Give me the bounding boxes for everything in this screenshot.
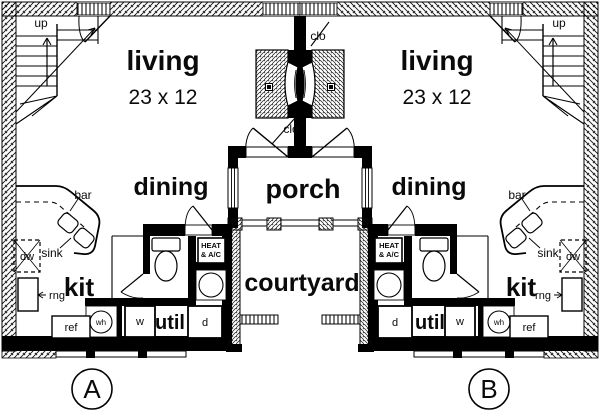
sink-label-a: sink [41, 246, 63, 260]
dishwasher-label-b: dw [566, 251, 580, 263]
water-heater-label-b: wh [493, 318, 504, 327]
room-label-courtyard: courtyard [244, 269, 359, 297]
refrigerator-label-b: ref [523, 322, 537, 334]
room-label-living-a: living [126, 45, 199, 76]
room-label-kit-b: kit [506, 272, 537, 302]
bar-label-a: bar [74, 188, 91, 202]
washer-label-b: w [455, 316, 464, 328]
room-label-dining-b: dining [392, 173, 467, 201]
unit-a-marker [71, 368, 113, 410]
water-heater-label-a: wh [95, 318, 106, 327]
washer-label-a: w [135, 316, 144, 328]
room-label-living-b: living [400, 45, 473, 76]
room-label-porch: porch [265, 174, 340, 204]
heat-ac-label-b-line1: HEAT [379, 241, 399, 250]
dryer-label-a: d [202, 317, 208, 329]
bar-label-b: bar [508, 188, 525, 202]
closet-door-b [310, 21, 330, 47]
range-label-b: rng [535, 290, 551, 302]
unit-a-label: A [83, 374, 101, 404]
heat-ac-label-b-line2: & A/C [379, 250, 400, 259]
refrigerator-label-a: ref [65, 322, 79, 334]
room-label-kit-a: kit [64, 272, 95, 302]
stair-up-label-b: up [552, 16, 566, 30]
range-arrow-b [554, 291, 563, 299]
dishwasher-label-a: dw [20, 251, 34, 263]
room-label-util-b: util [415, 312, 445, 334]
room-label-util-a: util [155, 312, 185, 334]
closet-label-top: clo [310, 29, 326, 43]
unit-b-marker [468, 368, 510, 410]
room-label-dining-a: dining [134, 173, 209, 201]
room-dims-living-b: 23 x 12 [403, 86, 472, 109]
range-arrow-a [37, 291, 46, 299]
heat-ac-label-a-line2: & A/C [201, 250, 222, 259]
overlay-details [37, 16, 563, 410]
unit-b-label: B [480, 374, 497, 404]
room-dims-living-a: 23 x 12 [129, 86, 198, 109]
labels: living 23 x 12 living 23 x 12 dining din… [20, 16, 580, 404]
sink-label-b: sink [537, 246, 559, 260]
dryer-label-b: d [392, 317, 398, 329]
heat-ac-label-a-line1: HEAT [201, 241, 221, 250]
range-label-a: rng [49, 290, 65, 302]
closet-label-bottom: clo [283, 122, 299, 136]
closet-door-a [271, 117, 296, 145]
stair-up-label-a: up [34, 16, 48, 30]
